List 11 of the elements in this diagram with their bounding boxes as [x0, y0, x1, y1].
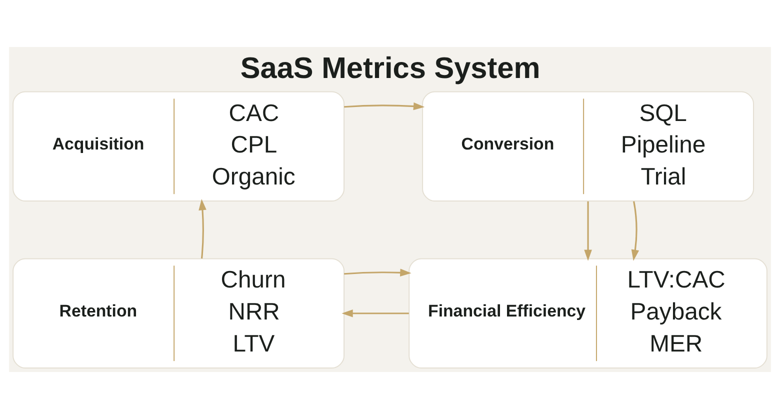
node-box: Conversion SQL Pipeline Trial	[422, 91, 754, 202]
arrow	[198, 199, 206, 259]
node-box: Acquisition CAC CPL Organic	[12, 91, 345, 202]
arrow	[344, 102, 425, 110]
node-box: Financial Efficiency LTV:CAC Payback MER	[408, 258, 768, 369]
diagram-title: SaaS Metrics System	[240, 52, 540, 85]
arrow	[584, 201, 592, 261]
arrow	[631, 201, 640, 261]
arrow	[342, 309, 409, 318]
arrow	[344, 268, 412, 277]
node-box: Retention Churn NRR LTV	[12, 258, 345, 369]
